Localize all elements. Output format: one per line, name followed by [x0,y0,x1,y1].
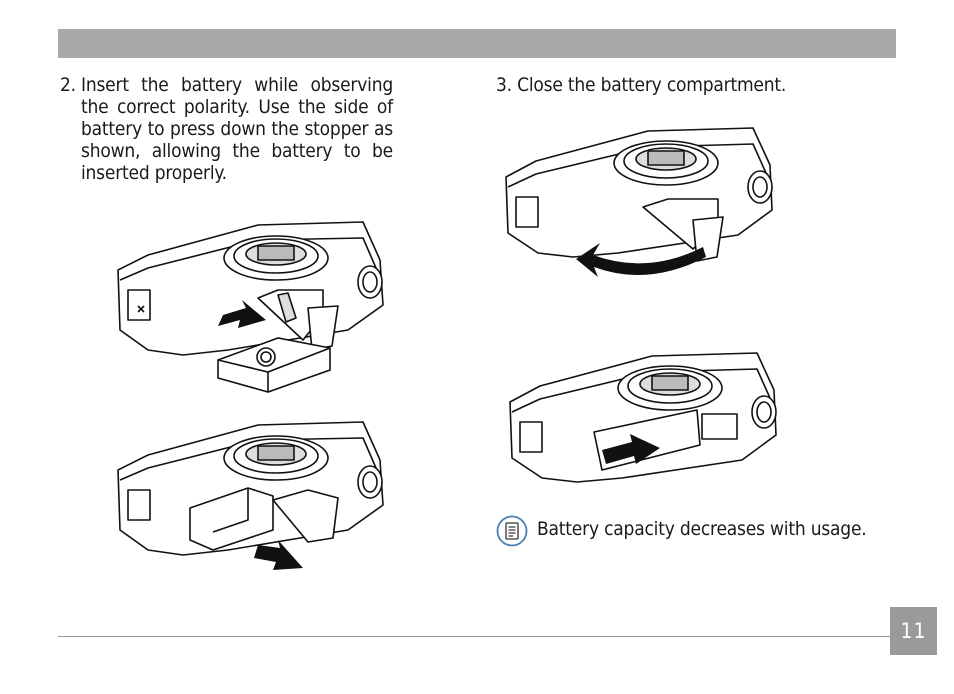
footer-rule [58,636,890,637]
page-number: 11 [890,607,937,655]
camera-battery-press-illustration [117,421,384,570]
camera-lock-compartment-illustration [509,352,777,483]
camera-close-compartment-illustration [505,127,773,277]
step-3-text: 3. Close the battery compartment. [496,74,787,96]
header-bar [58,29,896,58]
camera-battery-insert-illustration [117,221,384,393]
note-icon [496,515,528,547]
step-2-number: 2. [60,74,76,96]
note-text: Battery capacity decreases with usage. [537,518,867,540]
step-2-text: Insert the battery while observing the c… [81,74,393,184]
